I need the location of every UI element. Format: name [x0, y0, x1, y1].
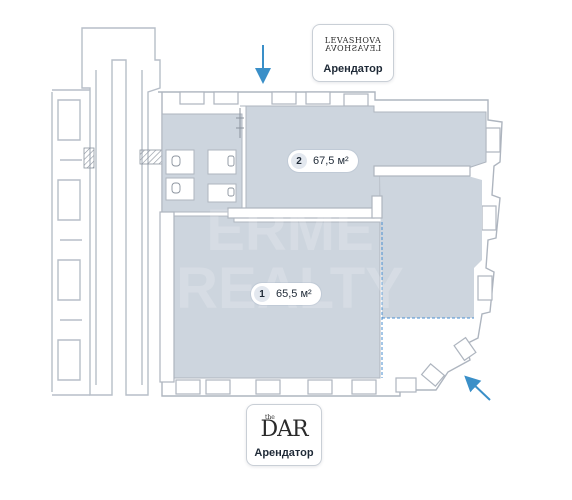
- window-niches-right: [420, 127, 501, 387]
- room-2-area-label: 67,5 м²: [313, 155, 349, 167]
- tenant-label: Арендатор: [254, 447, 314, 459]
- tenant-label: Арендатор: [323, 63, 383, 75]
- adjacent-building: [51, 27, 161, 396]
- room-division-dashed: [381, 222, 474, 378]
- tenant-card-dar[interactable]: the DAR Арендатор: [246, 404, 322, 466]
- tenant-card-levashova[interactable]: LEVASHOVA LEVASHOVA Арендатор: [312, 24, 394, 82]
- interior-walls: [159, 165, 471, 383]
- room-1-area-label: 65,5 м²: [276, 288, 312, 300]
- room-2-badge[interactable]: 2 67,5 м²: [288, 150, 358, 172]
- entrance-arrow-diagonal-icon: [464, 375, 491, 401]
- room-1-badge[interactable]: 1 65,5 м²: [251, 283, 321, 305]
- service-rooms: [161, 108, 244, 213]
- hatched-passage: [83, 147, 95, 169]
- watermark-text: ERME: [206, 198, 374, 263]
- window-niches-bottom: [175, 377, 417, 395]
- levashova-logo: LEVASHOVA LEVASHOVA: [324, 36, 382, 54]
- room-1-number: 1: [254, 286, 270, 302]
- room-2-number: 2: [291, 153, 307, 169]
- window-niches-top: [179, 91, 369, 107]
- room-2-extension: [380, 176, 482, 318]
- dar-logo: the DAR: [260, 414, 308, 442]
